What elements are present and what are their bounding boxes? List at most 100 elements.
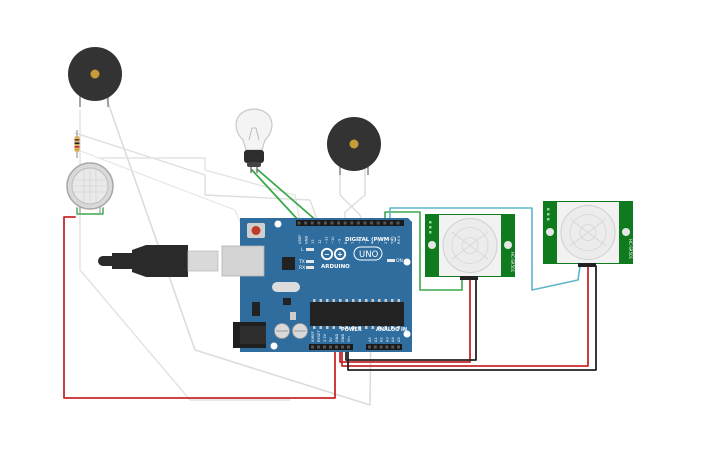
- tx-label: TX: [298, 259, 305, 265]
- crystal: [272, 282, 300, 292]
- pin-label: ~11: [324, 236, 328, 244]
- light-bulb[interactable]: [235, 108, 273, 173]
- black-wire-pir1[interactable]: [345, 277, 477, 361]
- header-pin[interactable]: [304, 221, 308, 225]
- pin-label: ~6: [357, 238, 361, 244]
- pir-side-label: PIR Sensor: [516, 216, 521, 238]
- header-pin[interactable]: [335, 345, 338, 349]
- pir-sensor-2[interactable]: HC-SR501 PIR Sensor: [543, 201, 639, 267]
- header-pin[interactable]: [383, 221, 387, 225]
- led-tx: [306, 260, 314, 263]
- pin-label: RESET: [317, 330, 321, 342]
- header-pin[interactable]: [337, 221, 341, 225]
- header-pin[interactable]: [379, 345, 383, 349]
- header-pin[interactable]: [329, 345, 332, 349]
- header-pin[interactable]: [317, 345, 320, 349]
- pin-label: 8: [344, 241, 348, 244]
- chip-pin: [326, 299, 329, 302]
- cyan-wire-pir2[interactable]: [389, 207, 581, 291]
- atmega-chip: [310, 302, 404, 326]
- header-pin[interactable]: [330, 221, 334, 225]
- header-pin[interactable]: [389, 221, 393, 225]
- pir-pins[interactable]: [460, 276, 478, 280]
- pir-model-label: HC-SR501: [628, 239, 633, 260]
- chip-pin: [384, 326, 387, 329]
- header-pin[interactable]: [343, 221, 347, 225]
- pin-label: A2: [380, 337, 384, 342]
- digital-header[interactable]: [296, 220, 404, 226]
- green-wire-sensor[interactable]: [76, 207, 104, 215]
- gray-wire-7[interactable]: [344, 167, 366, 223]
- bulb-filament: [248, 127, 260, 141]
- chip-pin: [391, 326, 394, 329]
- usb-plug-body: [132, 245, 188, 277]
- pin-label: A1: [374, 337, 378, 342]
- pin-label: 2: [384, 242, 388, 244]
- pin-label: 12: [318, 239, 322, 244]
- gas-sensor[interactable]: [66, 162, 114, 214]
- usb-cable[interactable]: [98, 245, 219, 277]
- header-pin[interactable]: [396, 221, 400, 225]
- green-wire-pir1[interactable]: [384, 211, 463, 291]
- header-pin[interactable]: [350, 221, 354, 225]
- header-pin[interactable]: [376, 221, 380, 225]
- chip-pin: [365, 299, 368, 302]
- green-wire-bulb-2[interactable]: [257, 169, 319, 223]
- analog-label: ANALOG IN: [376, 327, 407, 333]
- header-pin[interactable]: [356, 221, 360, 225]
- header-pin[interactable]: [341, 345, 344, 349]
- chip-pin: [345, 326, 348, 329]
- pir-pins[interactable]: [578, 263, 596, 267]
- black-wire-pir2[interactable]: [347, 265, 597, 371]
- header-pin[interactable]: [363, 221, 367, 225]
- gray-wire-6[interactable]: [339, 167, 363, 223]
- pin-label: 13: [311, 239, 315, 244]
- chip-pin: [397, 299, 400, 302]
- header-pin[interactable]: [373, 345, 377, 349]
- power-label: POWER: [341, 327, 362, 333]
- header-pin[interactable]: [317, 221, 321, 225]
- red-wire-pir2[interactable]: [341, 265, 589, 367]
- red-wire-pir1[interactable]: [339, 277, 471, 363]
- pin-label: IOREF: [311, 331, 315, 342]
- header-pin[interactable]: [297, 221, 301, 225]
- led-on: [387, 259, 395, 262]
- pin-label: ~3: [377, 239, 381, 244]
- header-pin[interactable]: [385, 345, 389, 349]
- header-pin[interactable]: [347, 345, 350, 349]
- analog-header[interactable]: [366, 344, 402, 350]
- pin-label: Vin: [347, 336, 351, 342]
- resistor[interactable]: [74, 130, 80, 158]
- chip-pin: [384, 299, 387, 302]
- header-pin[interactable]: [391, 345, 395, 349]
- pir-sensor-1[interactable]: HC-SR501 PIR Sensor: [425, 214, 521, 280]
- header-pin[interactable]: [323, 345, 326, 349]
- chip-pin: [371, 326, 374, 329]
- gray-wire-3[interactable]: [74, 132, 319, 223]
- chip-pin: [313, 326, 316, 329]
- chip-pin: [358, 326, 361, 329]
- pin-label: GND: [341, 334, 345, 342]
- header-pin[interactable]: [323, 221, 327, 225]
- header-pin[interactable]: [310, 221, 314, 225]
- buzzer-right[interactable]: [327, 117, 381, 175]
- gray-wire-5[interactable]: [77, 149, 241, 223]
- l-label: L: [301, 247, 304, 253]
- pin-label: GND: [305, 236, 309, 244]
- led-rx: [306, 266, 314, 269]
- green-wire-bulb-1[interactable]: [251, 169, 301, 223]
- red-wire-sensor[interactable]: [63, 216, 336, 399]
- chip-pin: [332, 299, 335, 302]
- header-pin[interactable]: [397, 345, 400, 349]
- buzzer-left[interactable]: [68, 47, 122, 107]
- pin-label: 3.3V: [323, 333, 327, 342]
- header-pin[interactable]: [368, 345, 371, 349]
- pir-model-label: HC-SR501: [510, 252, 515, 273]
- chip-pin: [326, 326, 329, 329]
- header-pin[interactable]: [370, 221, 374, 225]
- usb-plug-metal: [187, 250, 219, 272]
- chip-pin: [313, 299, 316, 302]
- header-pin[interactable]: [311, 345, 314, 349]
